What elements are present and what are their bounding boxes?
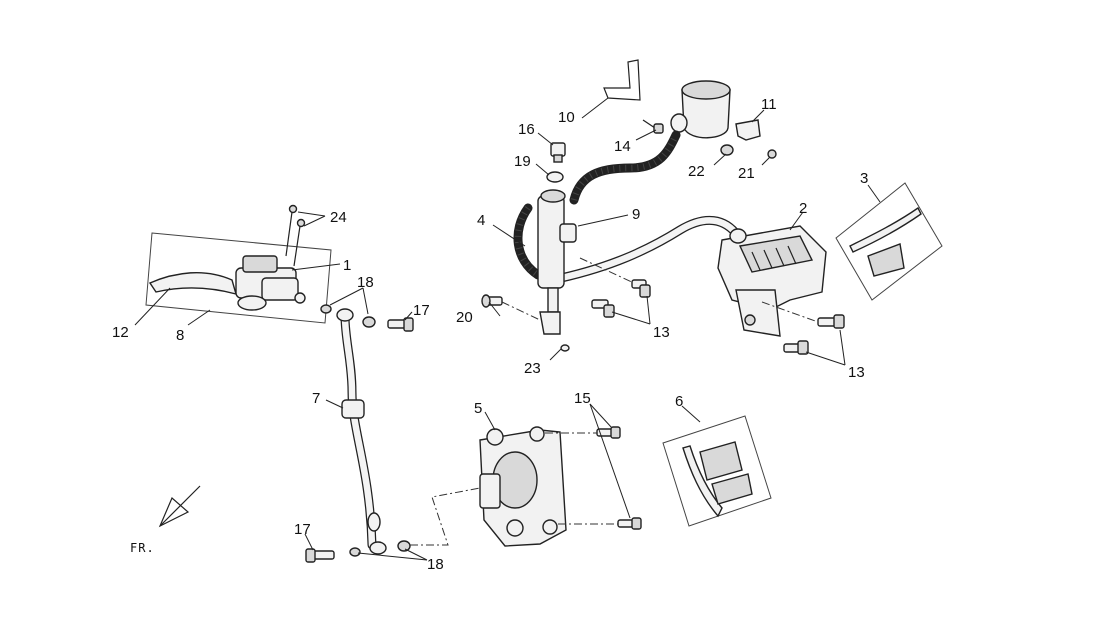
mount-bolt-13-a bbox=[591, 299, 615, 318]
callout-8: 8 bbox=[176, 327, 184, 344]
clevis bbox=[539, 311, 561, 335]
callout-15: 15 bbox=[574, 390, 591, 407]
callout-18-b: 18 bbox=[427, 556, 444, 573]
rear-brake-pads-assembly bbox=[835, 182, 943, 301]
callout-23: 23 bbox=[524, 360, 541, 377]
callout-7: 7 bbox=[312, 390, 320, 407]
screw-24-b bbox=[293, 218, 306, 267]
rear-banjo bbox=[729, 228, 747, 244]
rear-pad-spring bbox=[849, 206, 922, 253]
caliper-bleeder-block bbox=[479, 473, 501, 509]
hose-fitting-lower bbox=[367, 512, 381, 532]
alignment-line-hose-caliper bbox=[410, 487, 481, 546]
washer-18-bottom-b bbox=[397, 540, 411, 552]
callout-14: 14 bbox=[614, 138, 631, 155]
o-ring-19 bbox=[546, 171, 564, 183]
callout-12: 12 bbox=[112, 324, 129, 341]
callout-9: 9 bbox=[632, 206, 640, 223]
hose-banjo-top bbox=[336, 308, 354, 322]
callout-20: 20 bbox=[456, 309, 473, 326]
rear-brake-pad bbox=[867, 243, 905, 277]
banjo-bolt-17-bottom bbox=[305, 548, 335, 563]
caliper-mount-bottom-right bbox=[542, 519, 558, 535]
front-direction-arrow bbox=[158, 485, 201, 528]
front-caliper-assembly bbox=[410, 426, 642, 547]
hose-banjo-bottom bbox=[369, 541, 387, 555]
push-rod bbox=[547, 287, 559, 313]
callout-13-a: 13 bbox=[653, 324, 670, 341]
master-cylinder-cap bbox=[242, 255, 278, 273]
banjo-bolt-17-top bbox=[387, 317, 414, 332]
reservoir-bracket-10 bbox=[603, 59, 641, 101]
caliper-fin-block bbox=[738, 235, 814, 273]
front-brake-pad-b bbox=[711, 473, 753, 505]
washer-18-top-b bbox=[362, 316, 376, 328]
front-direction-label: FR. bbox=[130, 541, 155, 555]
front-brake-hose-assembly bbox=[305, 304, 414, 563]
cotter-pin-23 bbox=[560, 344, 570, 352]
callout-19: 19 bbox=[514, 153, 531, 170]
rear-pads-frame bbox=[835, 182, 943, 301]
bracket-11 bbox=[735, 119, 761, 141]
front-master-cylinder-assembly bbox=[145, 204, 332, 324]
callout-16: 16 bbox=[518, 121, 535, 138]
callout-5: 5 bbox=[474, 400, 482, 417]
callout-17-a: 17 bbox=[413, 302, 430, 319]
caliper-bolt-15-bottom bbox=[617, 517, 642, 530]
callout-21: 21 bbox=[738, 165, 755, 182]
reservoir-outlet bbox=[670, 113, 688, 133]
screw-24-a bbox=[285, 204, 298, 257]
caliper-mount-top-left bbox=[486, 428, 504, 446]
callout-2: 2 bbox=[799, 200, 807, 217]
reservoir-hose bbox=[569, 130, 681, 205]
rear-master-cylinder-body bbox=[537, 195, 565, 289]
callout-11: 11 bbox=[761, 96, 777, 113]
cylinder-top bbox=[540, 189, 566, 203]
callout-13-b: 13 bbox=[848, 364, 865, 381]
callout-17-b: 17 bbox=[294, 521, 311, 538]
mount-bolt-13-b bbox=[631, 279, 651, 298]
front-brake-pads-assembly bbox=[662, 415, 772, 527]
washer-18-top-a bbox=[320, 304, 332, 314]
alignment-line-13c bbox=[761, 301, 819, 323]
hose-joint-9 bbox=[559, 223, 577, 243]
bracket-hole bbox=[744, 314, 756, 326]
master-cylinder-reservoir bbox=[261, 277, 299, 301]
mount-bolt-13-c bbox=[817, 314, 845, 329]
rear-caliper-assembly bbox=[717, 225, 845, 355]
callout-1: 1 bbox=[343, 257, 351, 274]
callout-10: 10 bbox=[558, 109, 575, 126]
rear-reservoir-assembly bbox=[546, 59, 777, 183]
leader-lines bbox=[134, 97, 881, 561]
mount-bolt-13-d bbox=[783, 340, 809, 355]
reservoir-cap bbox=[681, 80, 731, 100]
bolt-14 bbox=[642, 119, 664, 134]
nut-22 bbox=[720, 144, 734, 156]
caliper-mount-bottom-left bbox=[506, 519, 524, 537]
caliper-mount-top-right bbox=[529, 426, 545, 442]
front-brake-pad-a bbox=[699, 441, 743, 481]
cap-bolt-16 bbox=[550, 142, 566, 163]
callout-numbers: 1 2 3 4 5 6 7 8 9 10 11 12 13 13 14 15 1… bbox=[112, 96, 868, 573]
alignment-line-13a bbox=[579, 257, 637, 285]
rear-master-cylinder-assembly bbox=[481, 130, 743, 352]
callout-22: 22 bbox=[688, 163, 705, 180]
alignment-line-20 bbox=[501, 301, 541, 321]
clamp-bracket bbox=[237, 295, 267, 311]
hose-grommet bbox=[341, 399, 365, 419]
bolt-21 bbox=[767, 149, 777, 159]
callout-3: 3 bbox=[860, 170, 868, 187]
callout-24: 24 bbox=[330, 209, 347, 226]
banjo-fitting bbox=[294, 292, 306, 304]
callout-4: 4 bbox=[477, 212, 485, 229]
callout-18-a: 18 bbox=[357, 274, 374, 291]
washer-18-bottom-a bbox=[349, 547, 361, 557]
callout-6: 6 bbox=[675, 393, 683, 410]
pad-spring bbox=[682, 445, 723, 518]
return-hose bbox=[513, 203, 543, 280]
caliper-bracket bbox=[735, 289, 781, 337]
